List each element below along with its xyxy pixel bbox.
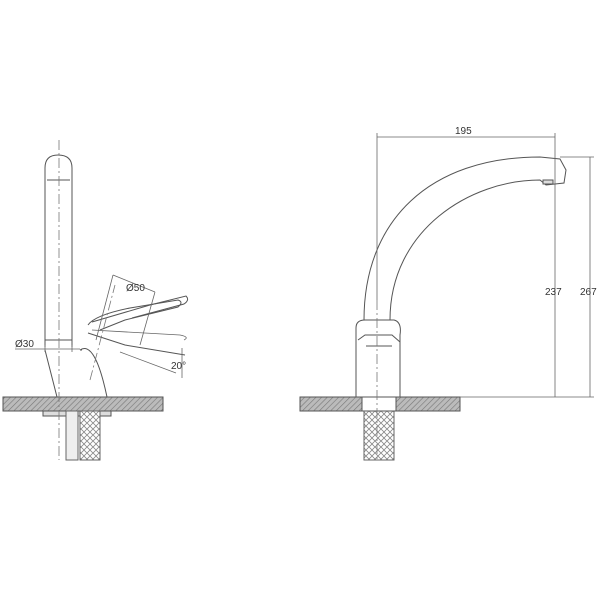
dim-line-20deg	[119, 348, 183, 378]
faucet-body	[44, 348, 108, 398]
handle-lever	[87, 299, 186, 356]
dim-reach: 195	[455, 126, 472, 137]
dim-handle-angle: 20°	[171, 361, 186, 372]
mounting-stud	[65, 410, 79, 461]
dim-line-267	[460, 156, 594, 398]
handle-lower-position	[91, 329, 187, 341]
dim-handle-diameter: Ø50	[126, 283, 145, 294]
side-view: Ø30 Ø50 20°	[2, 140, 189, 461]
supply-hoses	[363, 410, 395, 461]
dim-line-d30	[15, 345, 80, 352]
faucet-base	[355, 319, 401, 398]
aerator	[542, 179, 554, 185]
curved-spout	[363, 156, 567, 321]
countertop-left	[2, 396, 164, 412]
handle-axis	[89, 284, 116, 381]
dim-line-d50	[95, 274, 156, 346]
dim-outlet-height: 237	[545, 287, 562, 298]
front-view: 195 237 267	[299, 126, 597, 461]
handle-lever-raised	[91, 295, 189, 323]
spout-cap	[44, 154, 73, 181]
hose-hole	[361, 396, 397, 412]
dim-line-195	[376, 133, 556, 300]
supply-hose	[79, 410, 101, 461]
dim-spout-diameter: Ø30	[15, 339, 34, 350]
dim-total-height: 267	[580, 287, 597, 298]
spout-tube	[44, 178, 73, 347]
